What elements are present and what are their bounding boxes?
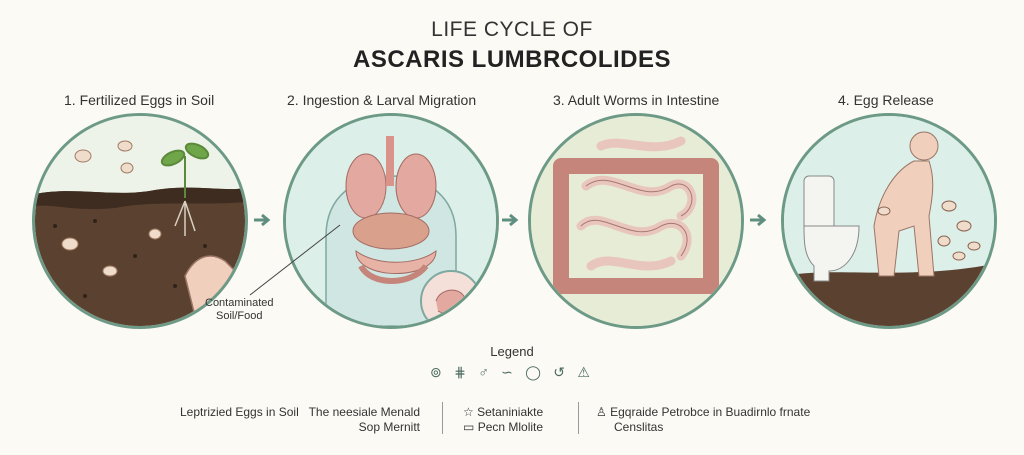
legend-item-4-text: Egqraide Petrobce in Buadirnlo frnate: [610, 405, 811, 419]
stage-4-circle: [781, 113, 997, 329]
stage-3-circle: [528, 113, 744, 329]
egg-release-illustration: [784, 116, 994, 326]
stage-2-circle: [283, 113, 499, 329]
stage-1-label: 1. Fertilized Eggs in Soil: [64, 92, 215, 108]
worm-icon: ∽: [501, 364, 513, 380]
callout-line-2: Soil/Food: [216, 310, 263, 322]
star-icon: ☆: [463, 405, 474, 419]
soil-scene-illustration: [35, 116, 245, 326]
callout-leader-line: [249, 224, 341, 296]
arrow-right-icon: [254, 213, 271, 227]
box-icon: ▭: [463, 420, 475, 434]
title-line-1: LIFE CYCLE OF: [431, 18, 593, 41]
arrow-right-icon: [502, 213, 519, 227]
legend-item-4-sub: Censlitas: [614, 420, 664, 434]
body-migration-illustration: [286, 116, 496, 326]
legend-item-4: ♙ Egqraide Petrobce in Buadirnlo frnate …: [596, 405, 810, 435]
recycle-icon: ↺: [553, 364, 565, 380]
legend-item-1-text: Leptrizied Eggs in Soil: [180, 405, 299, 419]
legend-divider: [442, 402, 443, 434]
legend-item-2-text: The neesiale Menald: [308, 405, 420, 419]
bug-icon: ⋕: [454, 364, 466, 380]
legend-item-3-text: Setaniniakte: [477, 405, 544, 419]
legend-icon-row: ⊚ ⋕ ♂ ∽ ◯ ↺ ⚠: [430, 364, 590, 381]
legend-item-1: Leptrizied Eggs in Soil: [180, 405, 299, 420]
stage-1-circle: [32, 113, 248, 329]
hand-icon: ♂: [478, 364, 489, 380]
title-line-2: ASCARIS LUMBRCOLIDES: [352, 46, 671, 73]
legend-divider: [578, 402, 579, 434]
callout-line-1: Contaminated: [205, 297, 274, 309]
warning-icon: ⚠: [577, 364, 590, 380]
circle-icon: ◯: [525, 364, 541, 380]
stage-2-label: 2. Ingestion & Larval Migration: [287, 92, 477, 108]
legend-item-2-sub: Sop Mernitt: [358, 420, 420, 434]
figure-icon: ♙: [596, 405, 607, 419]
legend-item-3: ☆ Setaniniakte ▭ Pecn Mlolite: [463, 405, 543, 435]
arrow-right-icon: [750, 213, 767, 227]
legend-item-3-sub: Pecn Mlolite: [477, 420, 544, 434]
legend-title: Legend: [490, 344, 534, 359]
stage-3-label: 3. Adult Worms in Intestine: [553, 92, 720, 108]
legend-item-2: The neesiale Menald Sop Mernitt: [308, 405, 420, 435]
lungs-icon: ⊚: [430, 364, 442, 380]
intestine-worms-illustration: [531, 116, 741, 326]
diagram-title: LIFE CYCLE OF ASCARIS LUMBRCOLIDES: [0, 18, 1024, 74]
callout-contaminated: Contaminated Soil/Food: [205, 297, 274, 323]
stage-4-label: 4. Egg Release: [838, 92, 934, 108]
